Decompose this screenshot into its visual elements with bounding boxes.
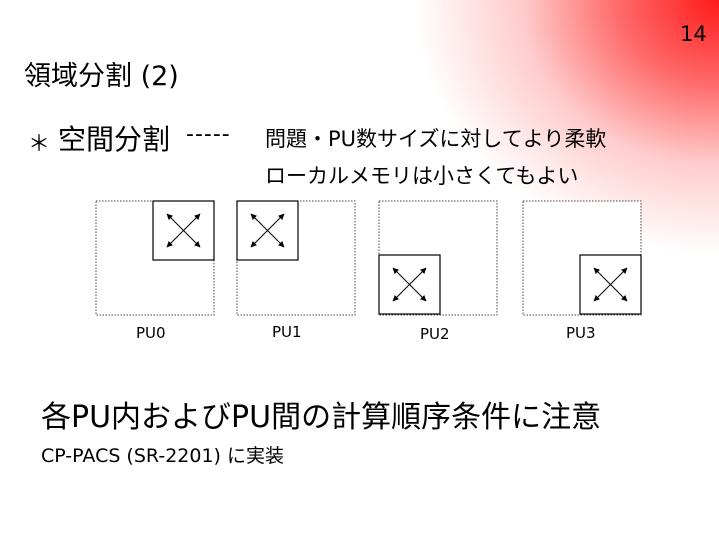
pu2-label: PU2 (420, 325, 450, 343)
bullet-dashes: ----- (186, 122, 231, 147)
slide-title: 領域分割 (2) (24, 61, 179, 92)
pu0-label: PU0 (136, 324, 166, 342)
pu2-arrow (409, 267, 427, 285)
bullet-description-line-2: ローカルメモリは小さくてもよい (265, 164, 579, 188)
pu1-arrow (267, 213, 285, 231)
pu0-arrow (183, 230, 201, 248)
pu3-label: PU3 (566, 324, 596, 342)
bullet-marker: ＊ (28, 132, 51, 157)
slide-number: 14 (680, 22, 707, 46)
pu3-arrow (593, 267, 611, 285)
ordering-caution-note: 各PU内およびPU間の計算順序条件に注意 (41, 400, 602, 435)
pu0-panel (95, 200, 215, 316)
pu3-arrow (610, 284, 628, 302)
pu0-arrow (166, 213, 184, 231)
pu1-arrow (250, 213, 268, 231)
pu0-arrow (166, 230, 184, 248)
pu1-panel (236, 200, 356, 316)
pu3-arrow (610, 267, 628, 285)
pu0-arrow (183, 213, 201, 231)
bullet-heading: 空間分割 (58, 123, 171, 156)
pu0-subdomain (152, 200, 215, 261)
pu1-arrow (267, 230, 285, 248)
pu3-arrow (593, 284, 611, 302)
bullet-description-line-1: 問題・PU数サイズに対してより柔軟 (265, 127, 607, 151)
pu2-arrow (392, 267, 410, 285)
pu1-arrow (250, 230, 268, 248)
pu1-label: PU1 (272, 323, 302, 341)
pu2-arrow (392, 284, 410, 302)
pu2-panel (378, 200, 498, 316)
pu3-panel (522, 200, 642, 316)
implementation-note: CP-PACS (SR-2201) に実装 (41, 445, 285, 467)
pu2-arrow (409, 284, 427, 302)
